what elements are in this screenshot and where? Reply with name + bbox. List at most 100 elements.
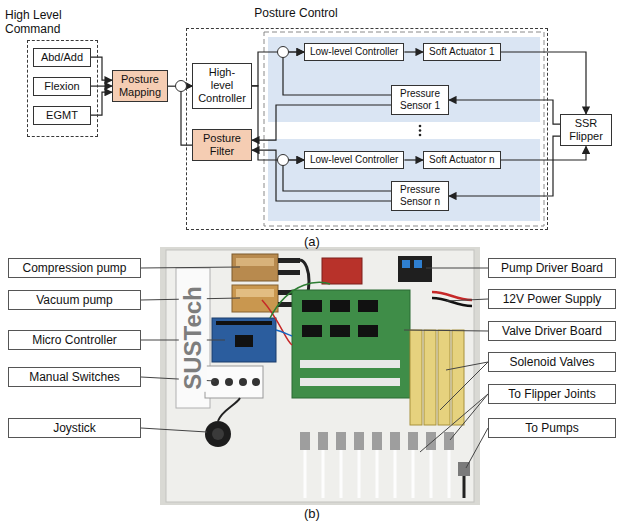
hardware-photo <box>160 247 480 505</box>
callout-box: Pump Driver Board <box>488 258 616 278</box>
callout-box: Micro Controller <box>8 330 141 350</box>
joystick-cable <box>218 398 240 421</box>
leader-line <box>404 330 488 331</box>
switch-button <box>252 378 260 386</box>
driver-chip <box>330 325 350 337</box>
signal-arrow <box>252 86 304 160</box>
leader-line <box>141 428 207 432</box>
terminal-screw <box>402 260 410 268</box>
callout-text: Vacuum pump <box>14 293 135 307</box>
box-label: Low-level Controller <box>310 46 398 58</box>
process-box: Soft Actuator 1 <box>423 43 501 61</box>
box-label: Posture Filter <box>198 132 246 158</box>
leader-line <box>420 394 488 452</box>
signal-arrow <box>91 92 112 115</box>
callout-box: To Pumps <box>488 418 616 438</box>
callout-text: To Pumps <box>494 421 610 435</box>
solenoid-valve <box>438 330 450 425</box>
group-heading: Posture Control <box>246 6 346 20</box>
acrylic-panel <box>166 250 474 502</box>
signal-arrow <box>252 52 304 86</box>
tube-fitting <box>426 432 436 450</box>
switch-button <box>225 378 233 386</box>
driver-chip <box>358 325 378 337</box>
tube-fitting <box>354 432 364 450</box>
connectors <box>91 52 586 201</box>
air-tube <box>305 450 449 498</box>
summing-junction <box>278 47 289 58</box>
callout-text: Joystick <box>14 421 135 435</box>
tube-fitting <box>408 432 418 450</box>
switch-button <box>211 378 219 386</box>
process-box: Abd/Add <box>33 48 91 67</box>
callout-text: To Flipper Joints <box>494 387 610 401</box>
leader-lines <box>141 267 488 468</box>
signal-arrow <box>91 57 112 80</box>
box-label: SSR Flipper <box>566 117 606 143</box>
label-slot: (a) <box>302 234 322 249</box>
process-box: Posture Filter <box>192 129 252 161</box>
callout-text: Solenoid Valves <box>494 355 610 369</box>
callout-text: 12V Power Supply <box>494 292 610 306</box>
process-box: Soft Actuator n <box>423 151 501 169</box>
box-label: Soft Actuator 1 <box>429 46 495 58</box>
channel-panels <box>264 32 544 226</box>
callout-box: 12V Power Supply <box>488 289 616 309</box>
process-box: Pressure Sensor 1 <box>391 85 449 115</box>
hose <box>278 270 300 275</box>
box-label: Abd/Add <box>39 51 85 64</box>
switch-button <box>239 378 247 386</box>
driver-chip <box>358 300 378 312</box>
callout-box: Compression pump <box>8 258 141 278</box>
process-box: EGMT <box>33 106 91 125</box>
callout-box: Solenoid Valves <box>488 352 616 372</box>
photo-ground <box>160 247 480 505</box>
terminal-strip <box>300 360 400 368</box>
signal-arrow <box>252 105 391 140</box>
channel-band <box>268 139 540 221</box>
signal-arrow <box>404 51 423 52</box>
callout-box: Vacuum pump <box>8 290 141 310</box>
valve-driver-board <box>292 290 410 398</box>
signal-arrow <box>501 146 586 160</box>
joystick <box>205 421 231 447</box>
logo-text: SUSTech <box>179 284 207 392</box>
driver-terminal <box>398 256 432 282</box>
tube-fitting <box>444 432 454 450</box>
leader-line <box>446 299 488 301</box>
power-wire <box>432 298 472 306</box>
solenoid-valve <box>452 330 464 425</box>
pump-driver-board <box>322 258 362 284</box>
signal-wire <box>276 330 292 336</box>
caption-label: (a) <box>302 234 322 249</box>
process-box: Pressure Sensor n <box>391 181 449 211</box>
box-label: Pressure Sensor 1 <box>397 88 443 112</box>
terminal-strip <box>300 378 400 386</box>
hose <box>278 258 300 263</box>
signal-arrow <box>501 52 586 114</box>
leader-line <box>466 428 488 468</box>
group-panel: High Level CommandAbd/AddFlexionEGMT <box>5 8 100 140</box>
callout-box: Joystick <box>8 418 141 438</box>
channel-frame <box>264 32 544 226</box>
label-slot: SUSTech <box>179 284 207 392</box>
terminal-screw <box>414 260 422 268</box>
signal-arrow <box>91 85 112 86</box>
ellipsis-dot <box>419 129 422 132</box>
process-box: Flexion <box>33 77 91 96</box>
box-label: Soft Actuator n <box>429 154 495 166</box>
solenoid-valve <box>410 330 422 425</box>
mcu-chip <box>235 335 253 347</box>
box-label: Flexion <box>39 80 85 93</box>
callout-box: To Flipper Joints <box>488 384 616 404</box>
process-box: High-level Controller <box>192 63 252 109</box>
signal-wire <box>270 282 330 318</box>
label-slot: (b) <box>302 506 322 521</box>
callout-text: Compression pump <box>14 261 135 275</box>
summing-junction <box>278 155 289 166</box>
driver-chip <box>302 300 322 312</box>
callout-text: Manual Switches <box>14 370 135 384</box>
channel-band <box>268 37 540 122</box>
box-label: Posture Mapping <box>118 73 162 99</box>
